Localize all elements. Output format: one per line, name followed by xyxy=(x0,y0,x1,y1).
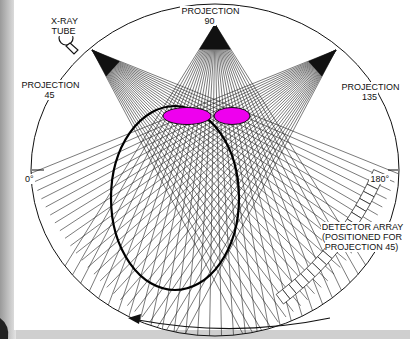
rotation-arrowhead xyxy=(128,314,141,324)
x-ray-path xyxy=(215,24,235,339)
ear-marker xyxy=(214,108,250,125)
label-box: PROJECTION 90 xyxy=(178,6,242,26)
part-label: X-RAY TUBE xyxy=(50,16,78,36)
x-ray-path xyxy=(134,24,215,339)
x-ray-path xyxy=(60,50,336,231)
x-ray-path xyxy=(110,24,215,337)
label-box: 0° xyxy=(24,174,42,184)
picture-ground xyxy=(14,0,410,330)
x-ray-fans xyxy=(30,24,398,339)
label-box: PROJECTION 135 xyxy=(338,82,402,102)
label-box: DETECTOR ARRAY (POSITIONED FOR PROJECTIO… xyxy=(318,222,406,252)
x-ray-path xyxy=(37,50,336,191)
x-ray-path xyxy=(46,50,336,207)
slide-edge xyxy=(0,0,16,339)
angle-tick xyxy=(388,170,398,171)
x-ray-path xyxy=(165,50,336,332)
part-label: PROJECTION 90 xyxy=(180,6,239,26)
angle-tick xyxy=(32,170,44,171)
x-ray-path xyxy=(55,50,336,223)
detector-cell xyxy=(276,290,290,305)
label-box: X-RAY TUBE xyxy=(44,16,84,36)
rotation-arrow xyxy=(138,318,330,329)
beam-source xyxy=(199,24,231,49)
x-ray-path xyxy=(159,24,215,339)
angle-label: 0° xyxy=(24,174,35,184)
x-ray-path xyxy=(122,24,215,339)
x-ray-path xyxy=(88,50,336,267)
x-ray-path xyxy=(92,50,368,231)
x-ray-path xyxy=(107,50,336,287)
x-ray-path xyxy=(215,24,285,339)
x-ray-path xyxy=(30,50,336,174)
label-box: PROJECTION 45 xyxy=(18,80,82,100)
part-label: PROJECTION 135 xyxy=(340,82,399,102)
x-ray-path xyxy=(70,50,336,246)
x-ray-path xyxy=(171,24,215,339)
head-outline xyxy=(111,106,239,290)
part-label: DETECTOR ARRAY (POSITIONED FOR PROJECTIO… xyxy=(321,222,404,252)
label-box: 180° xyxy=(360,174,390,184)
x-ray-path xyxy=(94,50,336,274)
x-ray-path xyxy=(34,50,336,182)
x-ray-path xyxy=(215,24,272,339)
x-ray-path xyxy=(92,50,391,191)
x-ray-path xyxy=(184,24,215,339)
x-ray-path xyxy=(120,50,336,300)
x-ray-path xyxy=(215,24,247,339)
x-ray-path xyxy=(41,50,336,199)
x-ray-path xyxy=(135,50,336,312)
ear-marker xyxy=(163,108,211,125)
beam-source xyxy=(92,50,120,77)
beam-source xyxy=(308,50,336,77)
slide-corner xyxy=(0,318,8,339)
x-ray-path xyxy=(82,50,336,260)
x-ray-path xyxy=(127,50,336,306)
x-ray-path xyxy=(157,50,336,327)
part-label: PROJECTION 45 xyxy=(20,80,79,100)
x-ray-path xyxy=(65,50,336,238)
angle-label: 180° xyxy=(369,174,390,184)
x-ray-path xyxy=(215,24,345,327)
gantry-circle xyxy=(31,4,399,336)
x-ray-path xyxy=(146,24,215,339)
x-ray-path xyxy=(92,50,263,332)
x-ray-path xyxy=(50,50,336,215)
x-ray-path xyxy=(76,50,336,253)
